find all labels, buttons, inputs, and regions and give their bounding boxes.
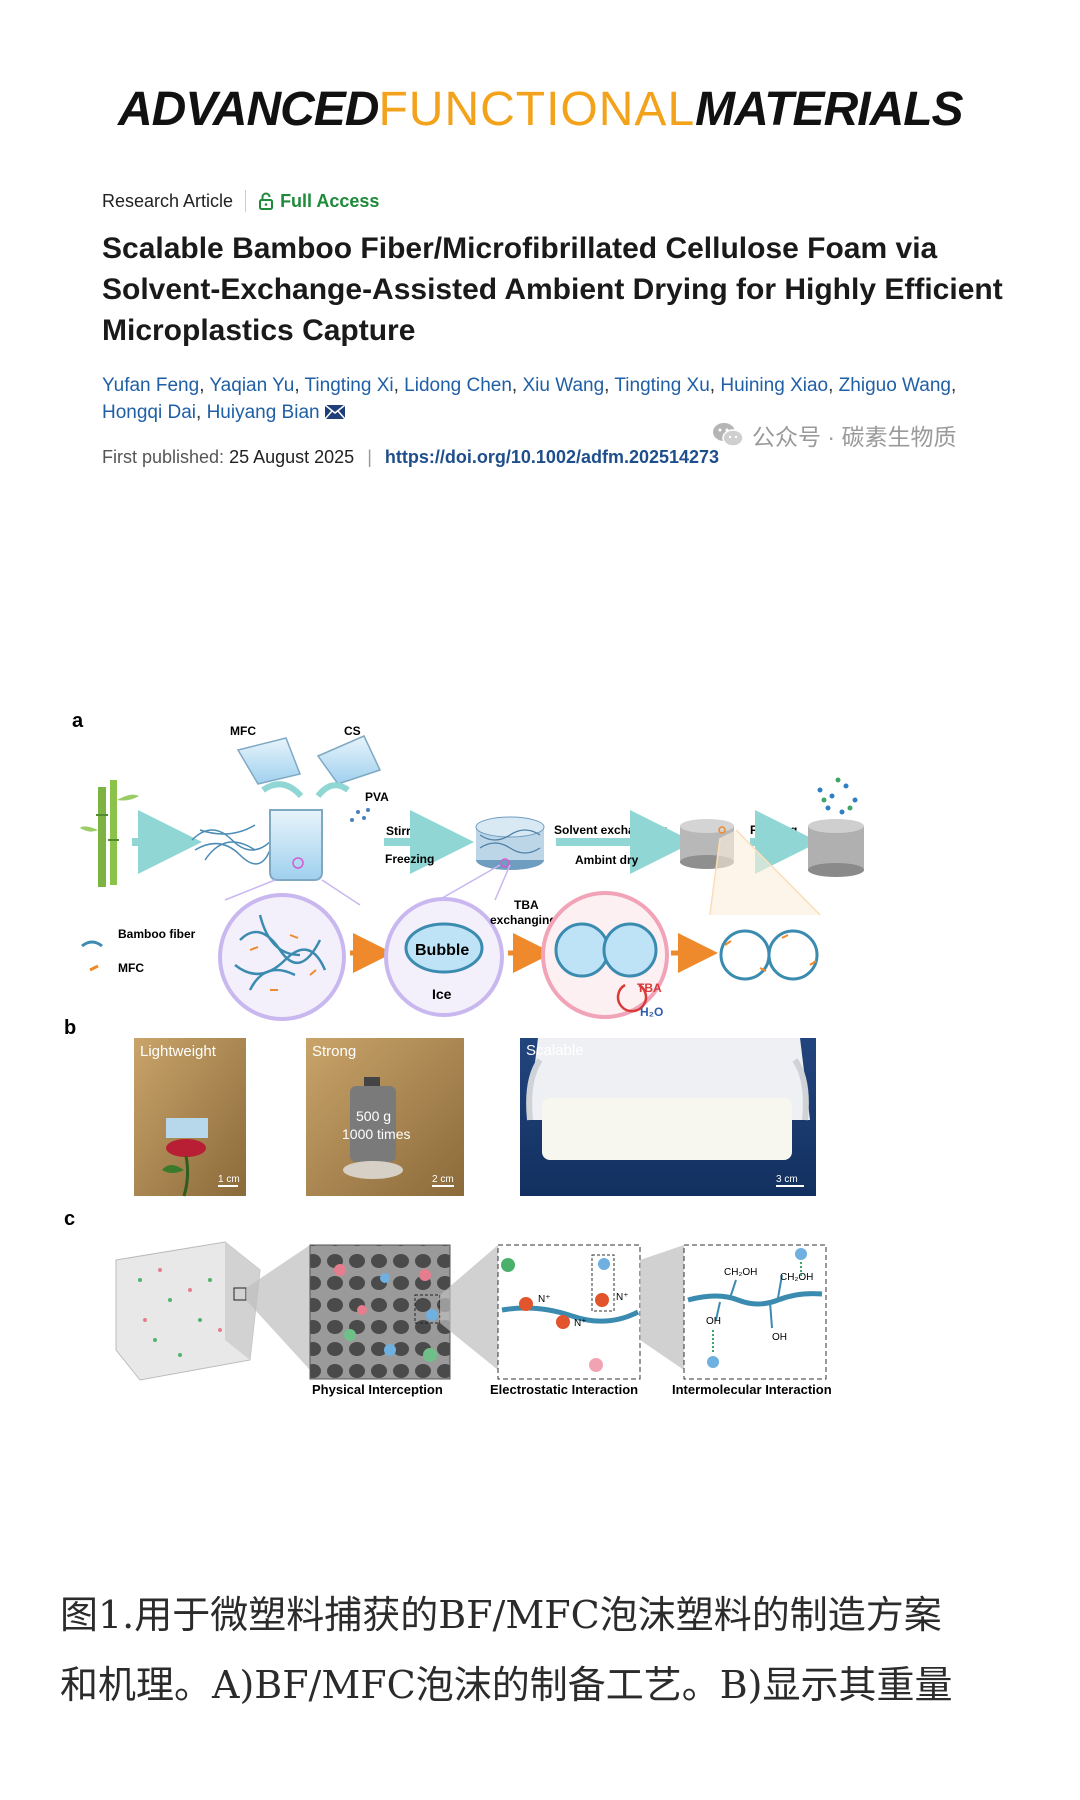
author-link[interactable]: Tingting Xi (304, 375, 394, 396)
zoom-circle-bubble-ice: Bubble Ice (384, 864, 511, 1017)
weight-label: 500 g (356, 1108, 391, 1124)
photo-strong-label: Strong (312, 1043, 356, 1060)
electrostatic-label: Electrostatic Interaction (490, 1382, 638, 1397)
author-link[interactable]: Xiu Wang (522, 375, 605, 396)
solvent-exchanging-label: Solvent exchanging (554, 823, 667, 837)
legend-mfc: MFC (118, 961, 144, 975)
ice-label: Ice (432, 986, 452, 1002)
zoom-circle-tba: TBA H₂O (541, 891, 669, 1019)
photo-scalable: Scalable 3 cm (520, 1038, 816, 1196)
tba-exchanging-label-1: TBA (514, 898, 539, 912)
ch2oh-label-2: CH₂OH (780, 1272, 813, 1283)
author-separator: , (511, 375, 523, 396)
oh-label-2: OH (772, 1332, 787, 1343)
intermolecular-label: Intermolecular Interaction (672, 1382, 832, 1397)
author-link[interactable]: Zhiguo Wang (838, 375, 951, 396)
h2o-label: H₂O (640, 1005, 663, 1019)
scale-1cm: 1 cm (218, 1174, 240, 1185)
zoom-circle-mixture (218, 879, 361, 1021)
doi-link[interactable]: https://doi.org/10.1002/adfm.202514273 (384, 447, 720, 467)
n-plus-label-2: N⁺ (574, 1318, 587, 1329)
author-link[interactable]: Hongqi Dai (102, 402, 196, 423)
watermark: 公众号 · 碳素生物质 (712, 418, 956, 452)
access-label: Full Access (280, 190, 380, 211)
author-link[interactable]: Huiyang Bian (206, 402, 320, 423)
journal-name-part1: ADVANCED (118, 83, 379, 136)
frozen-gel-disk (475, 816, 545, 870)
physical-interception-label: Physical Interception (312, 1382, 443, 1397)
photo-strong: Strong 500 g 1000 times 2 cm (306, 1038, 464, 1196)
author-list: Yufan Feng, Yaqian Yu, Tingting Xi, Lido… (102, 372, 1002, 426)
cycles-label: 1000 times (342, 1126, 410, 1142)
bubble-label: Bubble (415, 942, 469, 959)
article-title: Scalable Bamboo Fiber/Microfibrillated C… (102, 232, 1003, 347)
cs-label: CS (344, 724, 361, 738)
figure-1: a MFC CS PVA Stirring Freezing Solvent e… (64, 710, 864, 1397)
n-plus-label-3: N⁺ (616, 1292, 629, 1303)
panel-a-label: a (72, 710, 84, 732)
wechat-icon (713, 423, 744, 447)
legend-bamboo-fiber: Bamboo fiber (118, 927, 196, 941)
freezing-label: Freezing (385, 852, 434, 866)
foam-cube-model (115, 1241, 261, 1381)
panel-c-label: c (64, 1208, 75, 1230)
n-plus-label-1: N⁺ (538, 1294, 551, 1305)
author-link[interactable]: Huining Xiao (720, 375, 829, 396)
mixing-beaker (269, 809, 323, 881)
divider (245, 190, 247, 212)
pva-label: PVA (365, 790, 389, 804)
intermolecular-panel: CH₂OH CH₂OH OH OH (683, 1244, 827, 1380)
author-separator: , (950, 375, 957, 396)
journal-logo[interactable]: ADVANCEDFUNCTIONALMATERIALS (118, 82, 964, 137)
ambient-dry-label: Ambint dry (575, 853, 639, 867)
fibers-illustration (191, 824, 273, 865)
scale-3cm: 3 cm (776, 1174, 798, 1185)
watermark-text: 公众号 · 碳素生物质 (752, 424, 957, 450)
filter-with-particles (808, 777, 864, 877)
cs-beaker (316, 735, 382, 785)
article-meta-row: Research Article Full Access (102, 190, 379, 212)
author-link[interactable]: Lidong Chen (404, 375, 512, 396)
author-separator: , (199, 375, 210, 396)
bamboo-illustration (80, 780, 139, 887)
author-link[interactable]: Tingting Xu (614, 375, 710, 396)
publication-row: First published: 25 August 2025 | https:… (102, 447, 719, 468)
journal-name-part2: FUNCTIONAL (378, 83, 696, 136)
filtering-label: Filtering (750, 823, 797, 837)
tba-exchanging-label-2: exchanging (490, 913, 557, 927)
author-separator: , (294, 375, 305, 396)
email-icon[interactable] (324, 404, 346, 420)
mfc-beaker (236, 737, 302, 785)
article-type: Research Article (102, 190, 234, 211)
author-link[interactable]: Yufan Feng (102, 375, 200, 396)
author-separator: , (828, 375, 839, 396)
scale-2cm: 2 cm (432, 1174, 454, 1185)
lock-open-icon (259, 192, 274, 210)
photo-scalable-label: Scalable (526, 1042, 584, 1059)
panel-b-label: b (64, 1017, 76, 1039)
figure-caption: 图1.用于微塑料捕获的BF/MFC泡沫塑料的制造方案 和机理。A)BF/MFC泡… (60, 1580, 1030, 1720)
dried-pore-structure (719, 929, 819, 981)
stirring-label: Stirring (386, 824, 429, 838)
author-link[interactable]: Yaqian Yu (209, 375, 295, 396)
physical-interception-panel (309, 1244, 451, 1380)
photo-lightweight-label: Lightweight (140, 1043, 217, 1060)
separator: | (367, 447, 372, 467)
author-separator: , (709, 375, 721, 396)
author-separator: , (196, 402, 207, 423)
caption-line-2: 和机理。A)BF/MFC泡沫的制备工艺。B)显示其重量 (60, 1663, 953, 1707)
electrostatic-panel: N⁺ N⁺ N⁺ (497, 1244, 641, 1380)
author-separator: , (393, 375, 405, 396)
oh-label-1: OH (706, 1316, 721, 1327)
access-badge: Full Access (258, 191, 379, 212)
first-published-label: First published: (102, 447, 225, 467)
caption-line-1: 图1.用于微塑料捕获的BF/MFC泡沫塑料的制造方案 (60, 1593, 942, 1637)
photo-lightweight: Lightweight 1 cm (134, 1038, 246, 1197)
ch2oh-label-1: CH₂OH (724, 1267, 757, 1278)
journal-name-part3: MATERIALS (695, 83, 963, 136)
first-published-date: 25 August 2025 (229, 447, 355, 467)
tba-label: TBA (637, 981, 662, 995)
mfc-label: MFC (230, 724, 256, 738)
author-separator: , (604, 375, 615, 396)
